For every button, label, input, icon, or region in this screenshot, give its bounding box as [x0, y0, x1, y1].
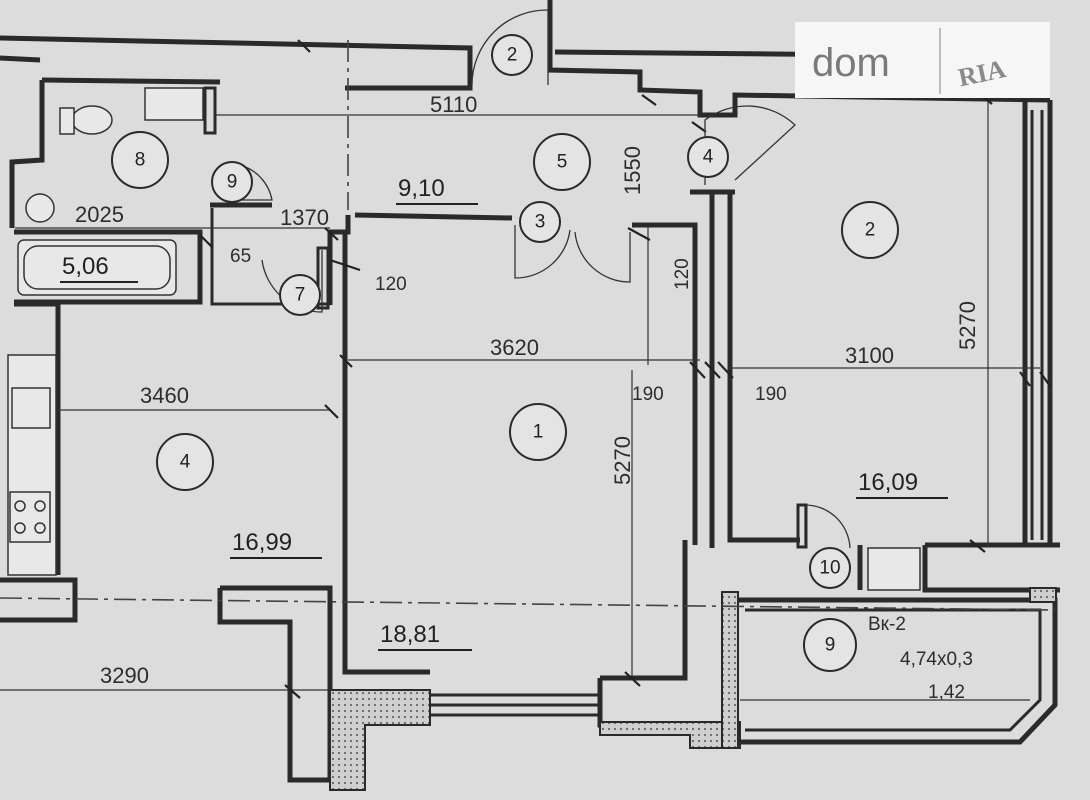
- area-kitchen: 16,99: [232, 529, 292, 556]
- dim-5270-living: 5270: [610, 436, 635, 485]
- stove: [9, 491, 51, 543]
- doors: [203, 9, 851, 549]
- svg-text:8: 8: [135, 150, 146, 171]
- room-markers: 1 2 3 4 5 7 8 9 10 2 4 9: [111, 34, 899, 672]
- dim-190-right: 190: [755, 384, 787, 405]
- dim-3290: 3290: [100, 663, 149, 688]
- svg-text:3: 3: [535, 212, 546, 233]
- washbasin: [144, 87, 204, 121]
- room-marker-1: [509, 403, 567, 461]
- bathtub-inner: [23, 245, 171, 290]
- sink: [25, 193, 55, 223]
- balcony-tag: Вк-2: [868, 614, 906, 635]
- room-marker-9-bath: [211, 161, 253, 203]
- room-marker-7: [279, 274, 321, 316]
- door-marker-2: [491, 34, 533, 76]
- dim-120-left: 120: [375, 274, 407, 295]
- room-marker-2: [841, 201, 899, 259]
- dim-1550: 1550: [620, 146, 645, 195]
- dim-65: 65: [230, 246, 251, 267]
- dim-3100: 3100: [845, 343, 894, 368]
- svg-text:1: 1: [533, 422, 544, 443]
- balcony-size: 4,74x0,3: [900, 649, 973, 670]
- svg-text:4: 4: [703, 147, 714, 168]
- dimension-lines: [0, 40, 1056, 701]
- svg-text:2: 2: [507, 45, 518, 66]
- svg-text:9: 9: [227, 172, 238, 193]
- dim-5110: 5110: [430, 92, 477, 117]
- hatched-walls: [329, 587, 1057, 791]
- svg-text:10: 10: [819, 558, 840, 579]
- area-hall: 9,10: [398, 175, 445, 202]
- area-bath: 5,06: [62, 253, 109, 280]
- room-marker-3: [519, 201, 561, 243]
- room-marker-5: [533, 133, 591, 191]
- dim-5270-bedroom: 5270: [955, 301, 980, 350]
- svg-text:4: 4: [180, 452, 191, 473]
- dimension-labels: 5110 1550 2025 1370 65 120 120 3620 3100…: [75, 92, 980, 688]
- svg-text:9: 9: [825, 635, 836, 656]
- area-living: 18,81: [380, 621, 440, 648]
- area-labels: 18,81 16,09 16,99 5,06 9,10 4,74x0,3 1,4…: [60, 175, 973, 703]
- room-marker-4: [156, 433, 214, 491]
- room-marker-8: [111, 131, 169, 189]
- room-marker-10: [809, 547, 851, 589]
- toilet-tank: [59, 107, 75, 135]
- svg-text:2: 2: [865, 220, 876, 241]
- balcony-area: 1,42: [928, 682, 965, 703]
- dim-190-left: 190: [632, 384, 664, 405]
- door-marker-4: [687, 136, 729, 178]
- kitchen-sink: [11, 387, 51, 429]
- dim-2025: 2025: [75, 202, 124, 227]
- balcony-step: [867, 547, 921, 591]
- svg-text:5: 5: [557, 152, 568, 173]
- dim-1370: 1370: [280, 205, 329, 230]
- watermark-brand: dom: [812, 41, 890, 85]
- dim-3620: 3620: [490, 335, 539, 360]
- dim-3460: 3460: [140, 383, 189, 408]
- balcony-marker-9: [803, 618, 857, 672]
- svg-text:7: 7: [295, 285, 306, 306]
- dim-120-right: 120: [672, 258, 693, 290]
- watermark-logo: dom RIA: [795, 22, 1050, 98]
- toilet: [71, 105, 113, 135]
- area-bedroom: 16,09: [858, 469, 918, 496]
